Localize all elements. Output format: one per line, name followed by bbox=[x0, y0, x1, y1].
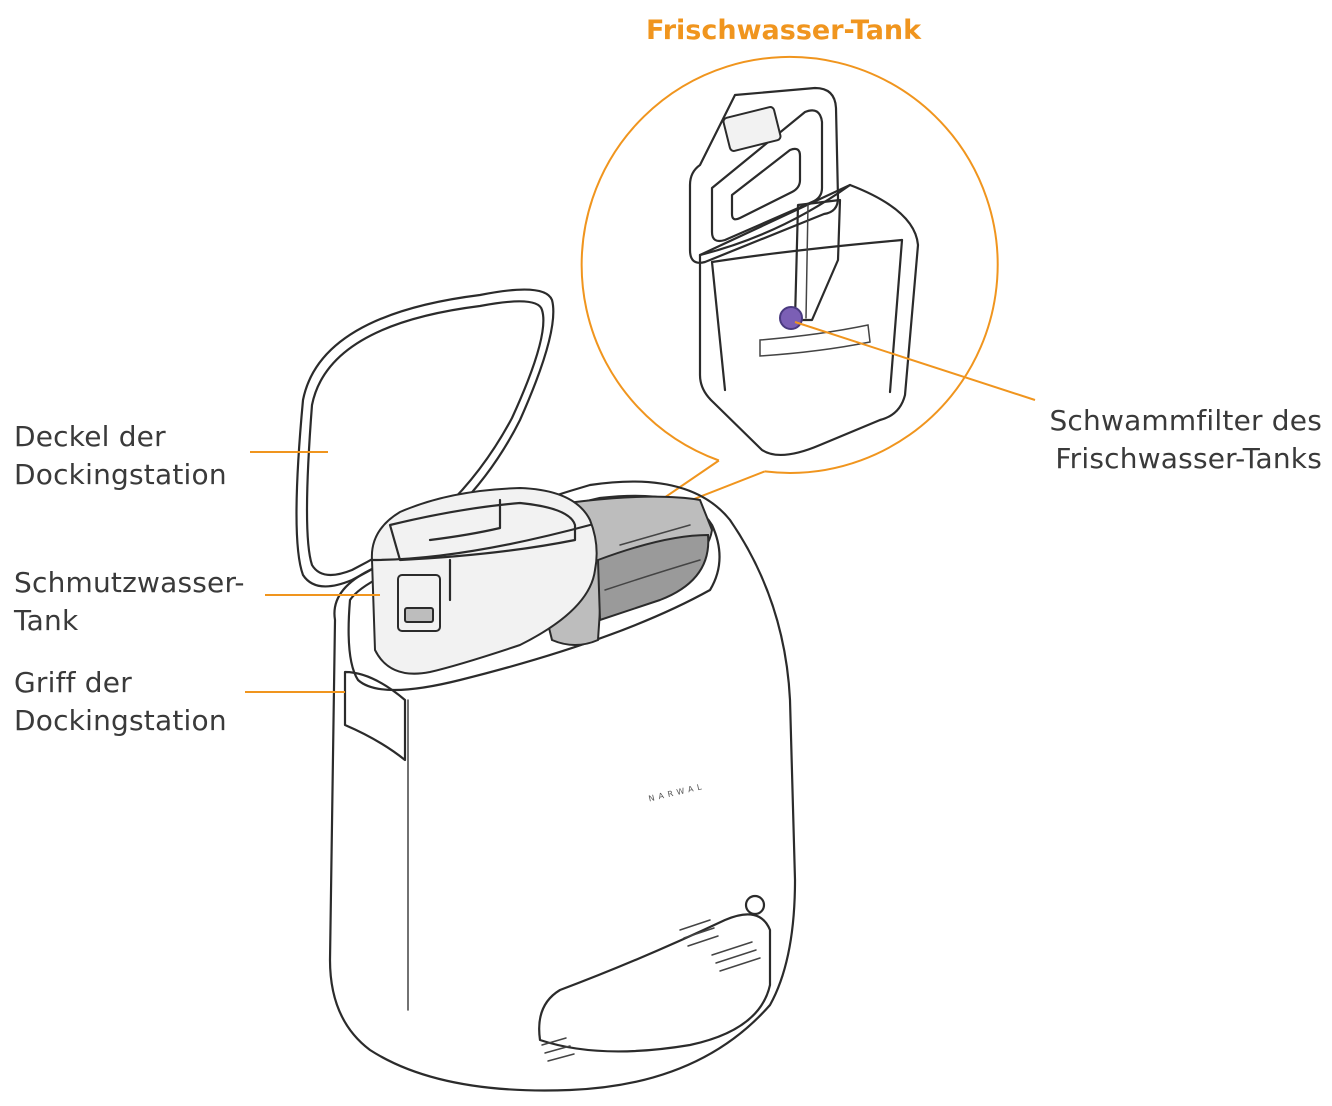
sponge-filter-marker bbox=[779, 306, 803, 330]
fresh-water-tank-detail bbox=[688, 86, 920, 457]
label-handle-line2: Dockingstation bbox=[14, 704, 227, 737]
callout-magnifier-outline bbox=[580, 55, 999, 474]
label-dirty-tank: Schmutzwasser- Tank bbox=[14, 564, 245, 640]
label-dirty-tank-line1: Schmutzwasser- bbox=[14, 566, 245, 599]
label-lid-line2: Dockingstation bbox=[14, 458, 227, 491]
label-handle-line1: Griff der bbox=[14, 666, 132, 699]
label-sponge-filter: Schwammfilter des Frischwasser-Tanks bbox=[1032, 402, 1322, 478]
label-handle: Griff der Dockingstation bbox=[14, 664, 227, 740]
label-lid: Deckel der Dockingstation bbox=[14, 418, 227, 494]
label-dirty-tank-line2: Tank bbox=[14, 604, 79, 637]
callout-title: Frischwasser-Tank bbox=[646, 15, 922, 46]
docking-station bbox=[295, 288, 797, 1092]
label-lid-line1: Deckel der bbox=[14, 420, 166, 453]
label-sponge-filter-line1: Schwammfilter des bbox=[1049, 404, 1322, 437]
label-sponge-filter-line2: Frischwasser-Tanks bbox=[1055, 442, 1322, 475]
sponge-filter-leader bbox=[794, 321, 1036, 401]
